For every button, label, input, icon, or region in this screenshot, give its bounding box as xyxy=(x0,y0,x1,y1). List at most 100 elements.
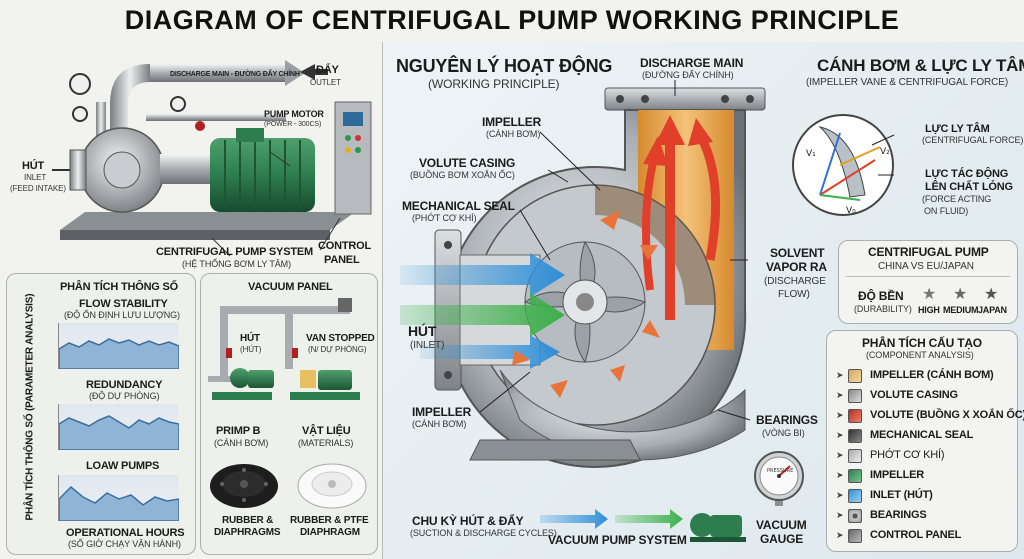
mid-gauge xyxy=(72,106,88,122)
top-gauge xyxy=(69,73,91,95)
base-frame xyxy=(60,212,355,230)
force2-label-b: LÊN CHẤT LỎNG xyxy=(925,181,1013,193)
vacuum-valve-b xyxy=(292,348,298,358)
vacuum-base-a xyxy=(212,392,272,400)
inlet-sub: (INLET) xyxy=(410,340,445,351)
vacuum-motor-b xyxy=(318,370,352,390)
components-title: PHÂN TÍCH CẤU TẠO xyxy=(862,336,982,350)
solvent-label-2: VAPOR RA xyxy=(766,260,827,274)
principle-title-sub: (WORKING PRINCIPLE) xyxy=(428,77,560,91)
bypass-pipe xyxy=(146,114,286,121)
seal-sub: (PHỚT CƠ KHÍ) xyxy=(412,213,477,223)
arrow-icon: ➤ xyxy=(836,371,844,381)
impeller-top-sub: (CÁNH BƠM) xyxy=(486,129,541,139)
cycle-sub: (SUCTION & DISCHARGE CYCLES) xyxy=(410,528,557,538)
level-medium: MEDIUM xyxy=(943,305,979,315)
arrow-icon: ➤ xyxy=(836,471,844,481)
system-sub: (HỆ THỐNG BƠM LY TÂM) xyxy=(182,259,291,269)
pump-motor-sub: (POWER - 300CS) xyxy=(264,121,322,128)
system-label: CENTRIFUGAL PUMP SYSTEM xyxy=(156,246,313,258)
arrow-icon: ➤ xyxy=(836,391,844,401)
bearings-label: BEARINGS xyxy=(756,413,818,427)
pump-system-illustration xyxy=(52,60,372,257)
operational-hours-label: OPERATIONAL HOURS xyxy=(66,527,185,539)
pipe-gauge xyxy=(170,96,186,112)
gauge-label-2: GAUGE xyxy=(760,532,804,546)
v1-label: V₁ xyxy=(806,149,816,159)
inlet-swatch-icon xyxy=(848,489,862,503)
comparison-title: CENTRIFUGAL PUMP xyxy=(868,245,989,259)
base-frame-front xyxy=(60,230,330,240)
volute-label: VOLUTE CASING xyxy=(419,156,516,170)
vacuum-van-sub: (N/ DỰ PHÒNG) xyxy=(308,345,367,354)
chart-redundancy xyxy=(58,404,180,451)
inlet-label: HÚT xyxy=(408,323,437,339)
panel-leader xyxy=(319,217,341,251)
operational-hours-sub: (SỐ GIỜ CHẠY VẬN HÀNH) xyxy=(68,539,181,549)
swirl-arrows xyxy=(512,210,660,398)
pump-motor-label: PUMP MOTOR xyxy=(264,109,324,119)
vacuum-valve-a xyxy=(226,348,232,358)
solvent-sub-1: (DISCHARGE xyxy=(764,276,826,287)
seal-swatch-icon xyxy=(848,429,862,443)
control-panel-label-1: CONTROL xyxy=(318,240,371,252)
comparison-sub: CHINA VS EU/JAPAN xyxy=(878,261,974,272)
discharge-arrow-2 xyxy=(696,132,721,261)
pump-foot xyxy=(469,439,641,461)
impeller-top-label: IMPELLER xyxy=(482,115,542,129)
vacuum-pipe-top xyxy=(220,306,350,314)
vatlieu-sub: (MATERIALS) xyxy=(298,438,354,448)
vector-v0 xyxy=(819,194,861,201)
parameter-title: PHÂN TÍCH THÔNG SỐ xyxy=(60,281,179,293)
rubber-1-b: DIAPHRAGMS xyxy=(214,527,281,538)
cycle-arrow-discharge xyxy=(615,509,683,529)
inlet-flow-arrow-3 xyxy=(420,335,560,369)
vacuum-motor-a xyxy=(248,370,274,388)
v2-label: V₂ xyxy=(880,147,890,157)
arrow-icon: ➤ xyxy=(836,511,844,521)
arrow-icon: ➤ xyxy=(836,411,844,421)
level-high: HIGH xyxy=(918,305,940,315)
cycle-illustration xyxy=(540,509,746,542)
discharge-flange xyxy=(604,87,766,111)
solvent-label-1: SOLVENT xyxy=(770,246,825,260)
star-japan-icon: ★ xyxy=(984,284,999,303)
chart-1-sub: (ĐỘ ỔN ĐỊNH LƯU LƯỢNG) xyxy=(64,310,180,320)
inlet-flange xyxy=(69,149,87,191)
vacuum-gauge-box xyxy=(338,298,352,312)
inlet-label: HÚT xyxy=(22,160,45,172)
red-valve xyxy=(195,121,205,131)
seal-label: MECHANICAL SEAL xyxy=(402,199,515,213)
parameter-vertical-label: PHÂN TÍCH THÔNG SỐ (PARAMETER ANALYSIS) xyxy=(24,293,36,521)
impeller-green-swatch-icon xyxy=(848,469,862,483)
pump-motor xyxy=(210,138,315,212)
force1-sub: (CENTRIFUGAL FORCE) xyxy=(922,135,1024,145)
chart-flow-stability xyxy=(58,323,180,370)
cycle-label: CHU KỲ HÚT & ĐẨY xyxy=(412,514,524,528)
diaphragm-illustrations xyxy=(210,463,367,509)
chart-1-label: FLOW STABILITY xyxy=(79,298,168,310)
impeller-swatch-icon xyxy=(848,369,862,383)
volute-sub: (BUỒNG BƠM XOẮN ỐC) xyxy=(410,170,515,180)
inlet-flow-arrow-2 xyxy=(400,293,565,337)
rubber-1-a: RUBBER & xyxy=(222,515,274,526)
vacuum-pump-a xyxy=(230,368,250,388)
outlet-flange xyxy=(285,60,305,86)
chart-2-sub: (ĐỘ DỰ PHÒNG) xyxy=(89,391,160,401)
arrow-icon: ➤ xyxy=(836,531,844,541)
durability-label: ĐỘ BỀN xyxy=(858,289,904,303)
force1-label: LỰC LY TÂM xyxy=(925,123,990,135)
vacuum-gauge xyxy=(754,451,804,506)
volute-red-swatch-icon xyxy=(848,409,862,423)
rubber-2-a: RUBBER & PTFE xyxy=(290,515,369,526)
vacuum-van-label: VAN STOPPED xyxy=(306,333,375,344)
vacuum-filter xyxy=(300,370,316,388)
comparison-divider xyxy=(846,276,1010,277)
force2-sub-2: ON FLUID) xyxy=(924,206,969,216)
seal-grey-swatch-icon xyxy=(848,449,862,463)
discharge-pipe xyxy=(150,64,285,82)
vane-diagram xyxy=(792,114,895,216)
star-high-icon: ★ xyxy=(922,284,937,303)
discharge-arrow-3 xyxy=(642,153,659,291)
star-medium-icon: ★ xyxy=(953,284,968,303)
